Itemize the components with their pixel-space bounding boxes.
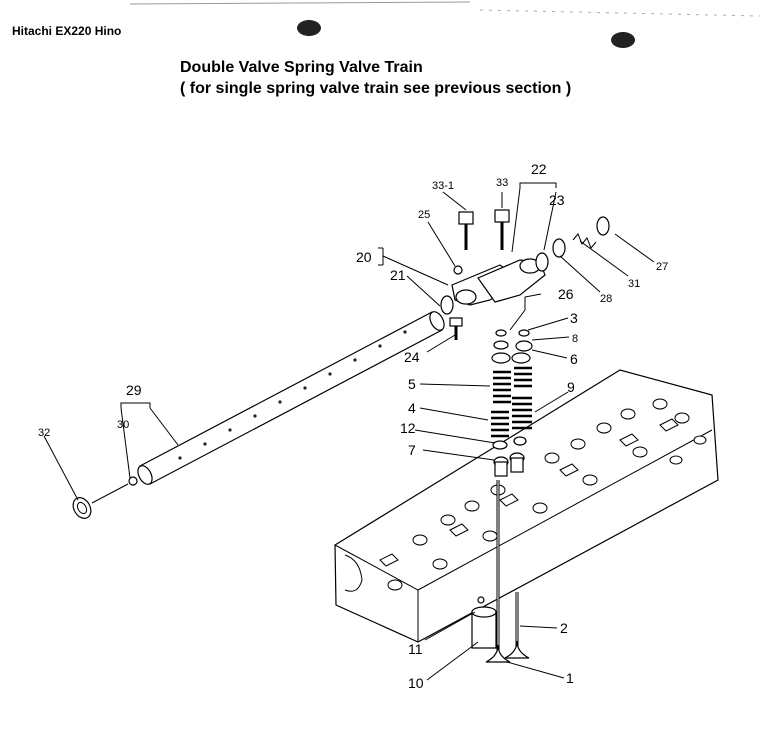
rocker-arms xyxy=(440,252,549,315)
callout-27: 27 xyxy=(656,261,668,273)
callout-6: 6 xyxy=(570,351,578,367)
rocker-shaft xyxy=(137,311,445,485)
callout-22: 22 xyxy=(531,161,547,177)
callout-2: 2 xyxy=(560,620,568,636)
callout-1: 1 xyxy=(566,670,574,686)
callout-21: 21 xyxy=(390,267,406,283)
leader-lines xyxy=(43,182,655,681)
header-label: Hitachi EX220 Hino xyxy=(12,24,122,38)
callout-11: 11 xyxy=(408,641,423,657)
callout-23: 23 xyxy=(549,192,565,208)
callout-12: 12 xyxy=(400,420,416,436)
bolts xyxy=(449,209,510,340)
shaft-end-parts xyxy=(72,476,138,519)
callout-labels: 33-1 33 22 23 25 20 21 26 24 3 8 6 5 9 4… xyxy=(38,161,668,691)
callout-32: 32 xyxy=(38,427,50,439)
spring-set-top xyxy=(552,216,610,258)
cylinder-head xyxy=(334,369,719,643)
callout-26: 26 xyxy=(558,286,574,302)
callout-20: 20 xyxy=(356,249,372,265)
callout-25: 25 xyxy=(418,209,430,221)
scan-artifacts xyxy=(129,1,761,48)
callout-33-1: 33-1 xyxy=(432,180,454,192)
callout-7: 7 xyxy=(408,442,416,458)
callout-3: 3 xyxy=(570,310,578,326)
callout-4: 4 xyxy=(408,400,416,416)
callout-28: 28 xyxy=(600,293,612,305)
callout-31: 31 xyxy=(628,278,640,290)
diagram-subtitle: ( for single spring valve train see prev… xyxy=(180,80,572,97)
callout-9: 9 xyxy=(567,379,575,395)
callout-24: 24 xyxy=(404,349,420,365)
callout-5: 5 xyxy=(408,376,416,392)
valve-springs xyxy=(491,329,533,477)
callout-33: 33 xyxy=(496,177,508,189)
callout-30: 30 xyxy=(117,419,129,431)
callout-29: 29 xyxy=(126,382,142,398)
callout-10: 10 xyxy=(408,675,424,691)
valves xyxy=(471,480,530,663)
callout-8: 8 xyxy=(572,333,578,345)
diagram-title: Double Valve Spring Valve Train xyxy=(180,59,423,76)
